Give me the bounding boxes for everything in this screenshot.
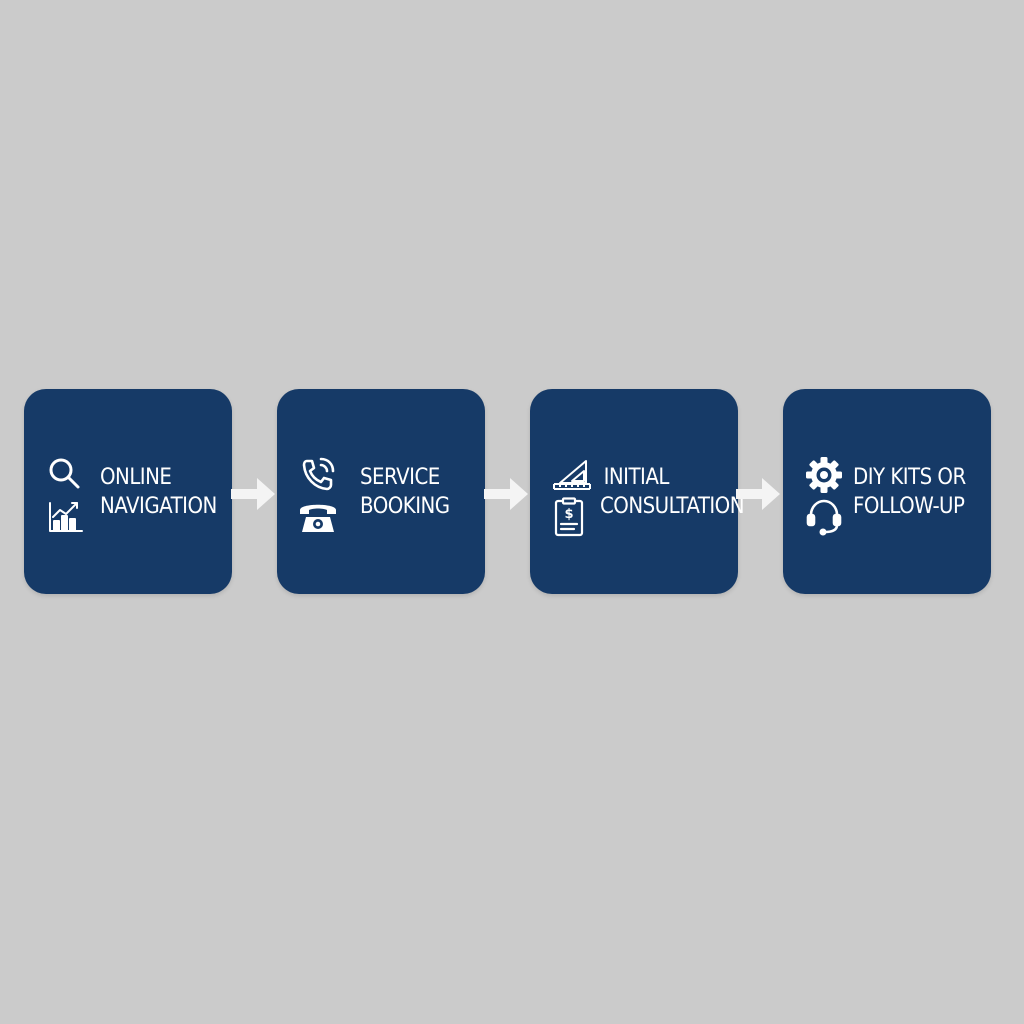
step-diy-kits-follow-up: DIY KITS OR FOLLOW-UP [783, 389, 991, 594]
step-initial-consultation: $ INITIAL CONSULTATION [530, 389, 745, 594]
gear-icon [803, 455, 845, 495]
search-icon [44, 455, 86, 495]
arrow-right-icon [231, 474, 277, 514]
telephone-icon [297, 497, 339, 537]
step-label: DIY KITS OR FOLLOW-UP [853, 463, 966, 521]
step-label-line2: CONSULTATION [600, 494, 745, 519]
ruler-triangle-icon [550, 455, 592, 495]
step-icons [44, 455, 86, 535]
arrow-right-icon [484, 474, 530, 514]
step-label-line1: ONLINE [100, 465, 172, 490]
svg-text:$: $ [564, 507, 573, 522]
step-label-line1: SERVICE [360, 465, 440, 490]
step-icons [297, 455, 339, 535]
headset-icon [803, 497, 845, 537]
step-label-line1: INITIAL [603, 465, 670, 490]
step-label-line2: FOLLOW-UP [853, 494, 965, 519]
phone-call-icon [297, 455, 339, 495]
step-label: INITIAL CONSULTATION [600, 463, 745, 521]
step-label-line2: NAVIGATION [100, 494, 217, 519]
step-label-line1: DIY KITS OR [853, 465, 966, 490]
step-online-navigation: ONLINE NAVIGATION [24, 389, 232, 594]
step-icons: $ [550, 455, 592, 537]
step-service-booking: SERVICE BOOKING [277, 389, 485, 594]
step-label: SERVICE BOOKING [360, 463, 450, 521]
step-icons [803, 455, 845, 537]
arrow-right-icon [736, 474, 782, 514]
bar-chart-icon [44, 497, 86, 537]
step-label: ONLINE NAVIGATION [100, 463, 217, 521]
invoice-clipboard-icon: $ [550, 497, 592, 537]
step-label-line2: BOOKING [360, 494, 450, 519]
